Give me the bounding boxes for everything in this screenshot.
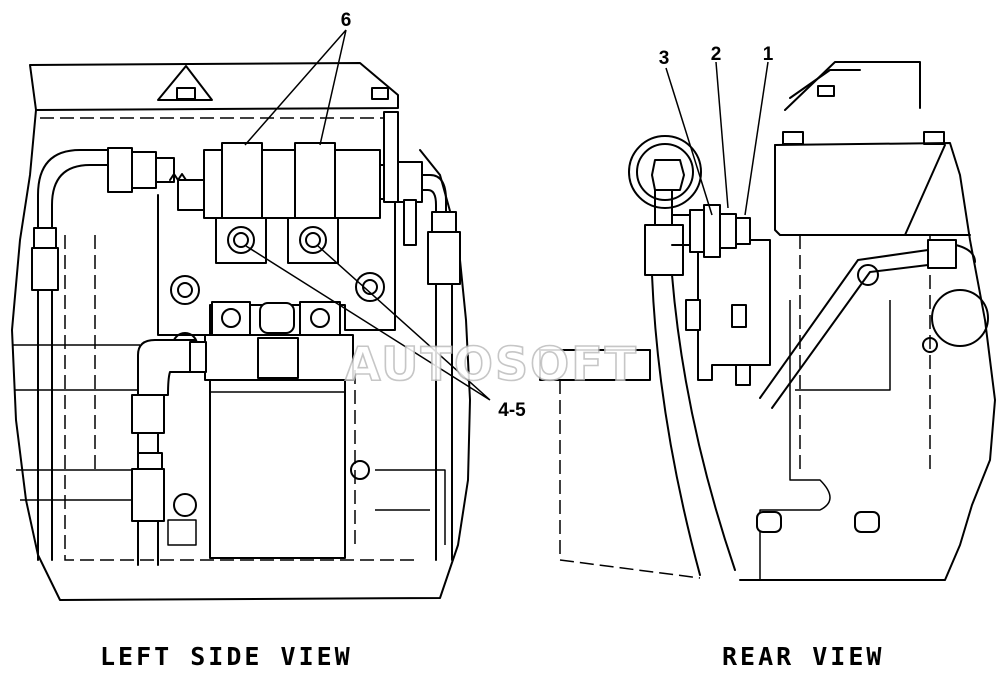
rear-hose (955, 244, 976, 263)
rear-block (539, 349, 651, 381)
left-dashed-frame (64, 235, 420, 561)
left-housing-outline (11, 109, 471, 601)
rear-bolt (854, 511, 880, 533)
pipe-nut (397, 161, 423, 203)
elbow-fitting (137, 339, 196, 396)
hose-fitting (427, 231, 461, 285)
callout-3: 3 (659, 48, 670, 69)
filter-head-bolt (310, 308, 330, 328)
bolt-4-5 (299, 226, 327, 254)
callout-4-5: 4-5 (498, 400, 526, 421)
bolt-4-5 (305, 232, 321, 248)
clamp-6 (221, 142, 263, 226)
bracket-bolt (371, 87, 389, 100)
control-rod (759, 249, 929, 399)
watermark: AUTOSOFT (345, 337, 638, 391)
rear-top-bracket (784, 61, 921, 111)
leader-line-2 (715, 61, 729, 209)
bolt-1-head (735, 217, 751, 245)
leader-line-4-5 (245, 245, 491, 401)
bracket-bolt (817, 85, 835, 97)
leader-line-6 (244, 29, 347, 146)
left-frame-rails (12, 344, 140, 501)
clamp-6 (294, 142, 336, 226)
bracket-strap (671, 214, 691, 246)
hose-fitting (31, 247, 59, 291)
hose-fitting (131, 394, 165, 434)
hydraulic-line (51, 164, 113, 231)
breather-cap (636, 143, 694, 201)
hex-bolt (350, 460, 370, 480)
bracket-bolt (782, 131, 804, 145)
bolt-4-5 (233, 232, 249, 248)
rear-mounting-plate (697, 239, 771, 381)
elbow-nut (189, 341, 207, 373)
hex-bolt (177, 282, 193, 298)
clamp-foot (215, 217, 267, 264)
frame-block (167, 519, 197, 546)
rear-clip (857, 264, 879, 286)
dipstick-tube (403, 199, 417, 246)
rear-housing-edge (904, 144, 946, 236)
rear-casting (759, 300, 831, 580)
callout-6: 6 (341, 10, 352, 31)
breather-hose (651, 274, 736, 576)
hex-bolt (173, 493, 197, 517)
bolt-1 (719, 213, 737, 249)
rear-bolt (731, 304, 747, 328)
rear-housing-outline (774, 144, 971, 236)
rear-bolt (735, 364, 751, 386)
pipe-nut (131, 151, 157, 189)
rear-hose-fitting (927, 239, 957, 269)
breather-nut (651, 159, 685, 191)
bracket-bolt (176, 87, 196, 100)
filter-head-bolt (221, 308, 241, 328)
hydraulic-line (37, 289, 53, 561)
rear-casting (795, 300, 891, 391)
hex-bolt (170, 275, 200, 305)
callout-1: 1 (763, 44, 774, 65)
rear-dashed-frame (799, 235, 931, 470)
filter-head-cap (259, 302, 295, 334)
hose-fitting (33, 227, 57, 249)
filter-head-port (257, 337, 299, 379)
rear-bolt (685, 299, 701, 331)
caption-left-side-view: LEFT SIDE VIEW (100, 642, 353, 671)
rear-top-bracket (789, 69, 861, 99)
dipstick-tube (383, 111, 399, 203)
hydraulic-line (37, 149, 113, 231)
control-rod (771, 264, 929, 409)
caption-rear-view: REAR VIEW (722, 642, 884, 671)
callout-2: 2 (711, 44, 722, 65)
spacer-3 (689, 209, 705, 253)
hydraulic-line (435, 284, 453, 561)
leader-line-1 (744, 61, 769, 216)
filter-canister (209, 379, 346, 559)
pipe-nut (155, 157, 175, 183)
hydraulic-line (419, 174, 447, 216)
pipe-nut (107, 147, 133, 193)
left-side-view (11, 29, 491, 601)
hex-bolt (355, 272, 385, 302)
rear-boss (931, 289, 989, 347)
hose-fitting (131, 468, 165, 522)
leader-line-3 (665, 67, 713, 216)
left-top-cover (29, 62, 399, 111)
rear-hole (922, 337, 938, 353)
filter-head-bolt (211, 301, 251, 336)
rear-view (539, 61, 996, 581)
rear-housing-outline (739, 142, 996, 581)
breather-cap (628, 135, 702, 209)
left-frame-rails (375, 469, 446, 545)
bolt-4-5 (227, 226, 255, 254)
rear-dashed-frame (559, 380, 701, 579)
rear-bolt (756, 511, 782, 533)
lock-wire (169, 173, 187, 181)
filter-head-bolt (299, 301, 341, 336)
hose-fitting (137, 452, 163, 470)
tube-fitting (644, 224, 684, 276)
hose-fitting (431, 211, 457, 233)
